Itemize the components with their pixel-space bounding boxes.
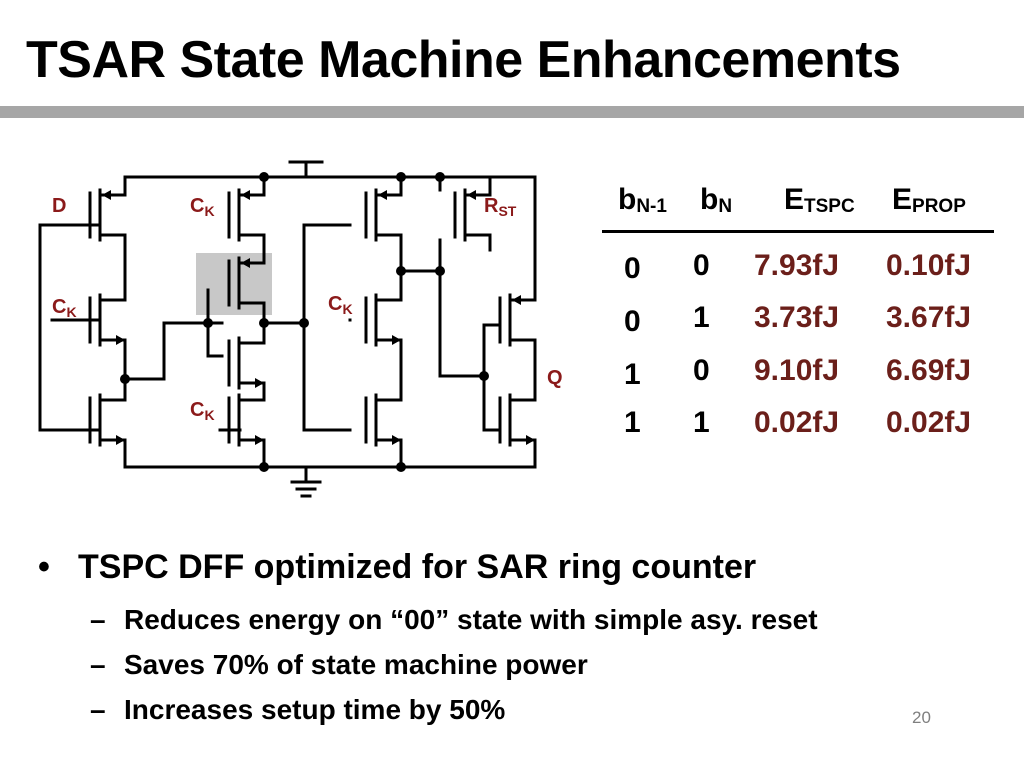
- header-b-n: bN: [700, 183, 733, 217]
- table-header-rule: [602, 230, 994, 233]
- label-ck-left: CK: [52, 296, 77, 320]
- pmos-stage3-transistor: [364, 178, 403, 252]
- table-cell: 0.02fJ: [886, 406, 972, 439]
- nmos-d-transistor: [88, 383, 127, 457]
- sub-bullet-marker: –: [90, 604, 106, 635]
- table-cell: 3.67fJ: [886, 301, 972, 334]
- table-cell: 1: [693, 406, 710, 439]
- tspc-dff-schematic: D CK RST CK CK CK Q: [38, 160, 563, 498]
- table-cell: 0: [624, 252, 641, 285]
- title-divider: [0, 106, 1024, 118]
- label-ck-bottom: CK: [190, 399, 215, 423]
- table-cell: 0: [693, 249, 710, 282]
- table-cell: 7.93fJ: [754, 249, 840, 282]
- table-cell: 0.02fJ: [754, 406, 840, 439]
- table-cell: 1: [624, 358, 641, 391]
- pmos-reset-transistor: [453, 178, 492, 252]
- table-cell: 0: [693, 354, 710, 387]
- sub-bullet-text: Increases setup time by 50%: [124, 694, 506, 725]
- nmos-stage3-bottom-transistor: [364, 383, 403, 457]
- header-e-prop: EPROP: [892, 183, 966, 217]
- pmos-ck-transistor: [227, 178, 266, 252]
- energy-table: bN-1 bN ETSPC EPROP 0 0 7.93fJ 0.10fJ 0 …: [600, 175, 995, 445]
- slide-title: TSAR State Machine Enhancements: [26, 31, 901, 89]
- nmos-ck-stage3-transistor: [364, 283, 403, 357]
- table-cell: 0.10fJ: [886, 249, 972, 282]
- table-cell: 3.73fJ: [754, 301, 840, 334]
- sub-bullet-text: Saves 70% of state machine power: [124, 649, 588, 680]
- label-ck-mid: CK: [328, 293, 353, 317]
- header-b-n-1: bN-1: [618, 183, 667, 217]
- table-cell: 1: [693, 301, 710, 334]
- table-cell: 1: [624, 406, 641, 439]
- nmos-mid-transistor: [227, 326, 266, 400]
- label-q: Q: [547, 367, 563, 389]
- page-number: 20: [912, 708, 931, 727]
- sub-bullet-marker: –: [90, 649, 106, 680]
- pmos-d-transistor: [88, 178, 127, 252]
- label-rst: RST: [484, 195, 517, 219]
- bullet-main-text: TSPC DFF optimized for SAR ring counter: [78, 548, 757, 586]
- nmos-ck-bottom-transistor: [227, 383, 266, 457]
- bullet-marker: •: [38, 548, 50, 586]
- pmos-output-transistor: [498, 283, 537, 357]
- nmos-output-transistor: [498, 383, 537, 457]
- sub-bullet-text: Reduces energy on “00” state with simple…: [124, 604, 818, 635]
- label-ck-top: CK: [190, 195, 215, 219]
- sub-bullet-marker: –: [90, 694, 106, 725]
- table-cell: 0: [624, 305, 641, 338]
- table-cell: 6.69fJ: [886, 354, 972, 387]
- label-d: D: [52, 195, 66, 217]
- table-cell: 9.10fJ: [754, 354, 840, 387]
- header-e-tspc: ETSPC: [784, 183, 855, 217]
